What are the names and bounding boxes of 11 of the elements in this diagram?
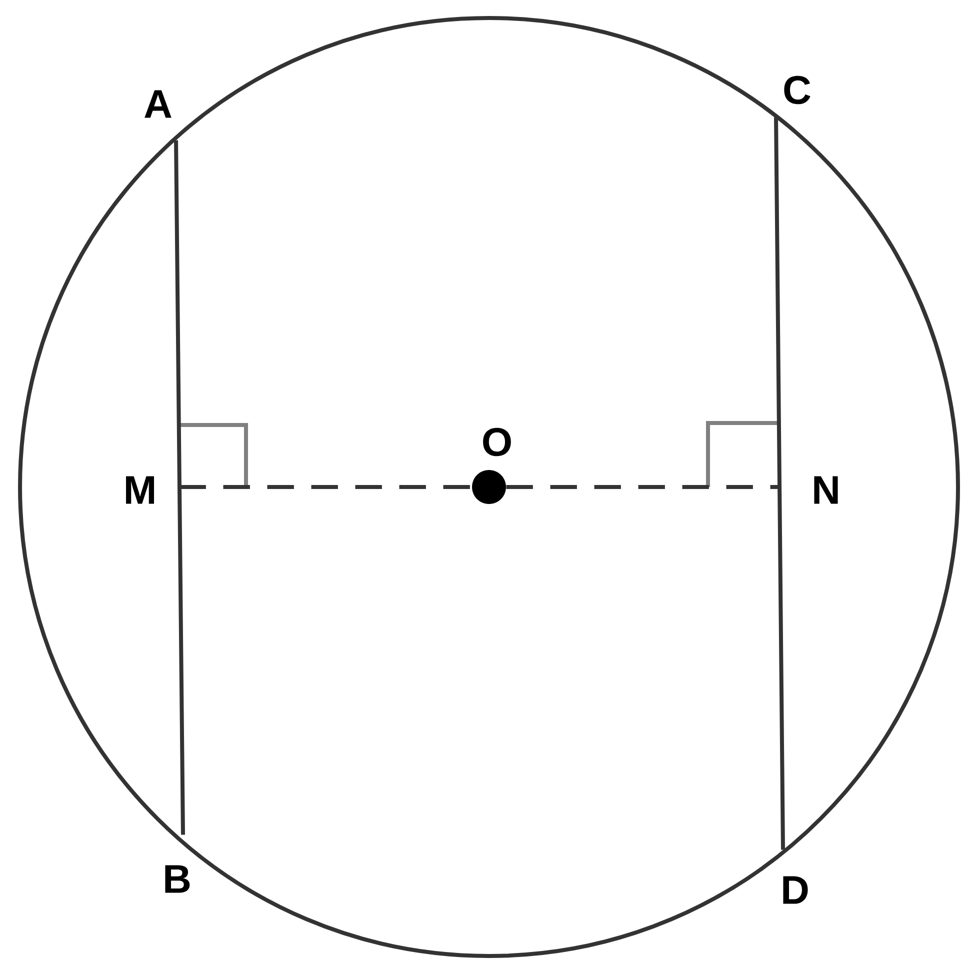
dashed-line xyxy=(179,485,472,489)
point-label: D xyxy=(783,876,808,904)
point-label: B xyxy=(165,865,190,893)
point-label: N xyxy=(814,476,838,504)
point-label: C xyxy=(784,76,810,104)
node-label: O xyxy=(483,428,511,456)
point-label: A xyxy=(144,90,172,118)
chord xyxy=(774,117,785,850)
point-label: M xyxy=(126,476,154,504)
dashed-line xyxy=(506,485,780,489)
chord xyxy=(174,140,185,835)
